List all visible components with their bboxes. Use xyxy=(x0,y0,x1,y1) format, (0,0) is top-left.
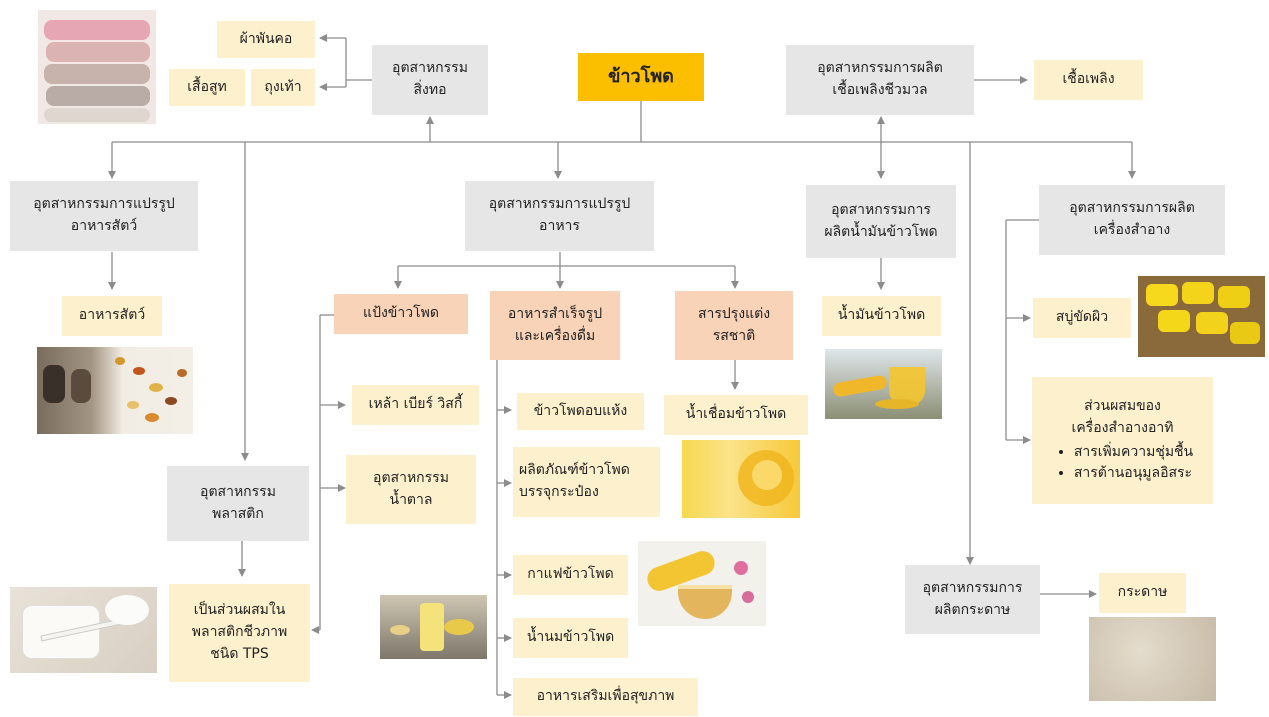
product-cosmetic-ingredients: ส่วนผสมของ เครื่องสำอางอาทิ สารเพิ่มความ… xyxy=(1032,377,1213,504)
product-paper: กระดาษ xyxy=(1099,573,1186,613)
ingredient-antioxidant: สารต้านอนุมูลอิสระ xyxy=(1074,463,1193,485)
product-animal-feed: อาหารสัตว์ xyxy=(62,296,162,336)
corn-oil-photo xyxy=(825,349,942,419)
group-corn-starch: แป้งข้าวโพด xyxy=(334,294,468,334)
product-bioplastic-tps: เป็นส่วนผสมใน พลาสติกชีวภาพ ชนิด TPS xyxy=(169,584,310,682)
product-body-scrub-soap: สบู่ขัดผิว xyxy=(1033,298,1131,338)
industry-textile: อุตสาหกรรม สิ่งทอ xyxy=(372,45,488,115)
product-corn-coffee: กาแฟข้าวโพด xyxy=(513,555,628,595)
product-socks: ถุงเท้า xyxy=(251,69,315,106)
industry-paper: อุตสาหกรรมการ ผลิตกระดาษ xyxy=(905,565,1040,634)
industry-plastic: อุตสาหกรรม พลาสติก xyxy=(167,466,309,541)
ingredients-list: สารเพิ่มความชุ่มชื้น สารต้านอนุมูลอิสระ xyxy=(1052,442,1193,485)
bioplastic-photo xyxy=(10,587,157,673)
corn-milk-photo xyxy=(380,595,487,659)
soap-photo xyxy=(1138,276,1265,357)
product-suit: เสื้อสูท xyxy=(169,69,245,106)
product-health-supplement: อาหารเสริมเพื่อสุขภาพ xyxy=(513,678,698,716)
product-sugar-industry: อุตสาหกรรม น้ำตาล xyxy=(346,455,476,524)
industry-cosmetics: อุตสาหกรรมการผลิต เครื่องสำอาง xyxy=(1039,185,1225,255)
product-corn-milk: น้ำนมข้าวโพด xyxy=(513,618,628,658)
root-corn: ข้าวโพด xyxy=(578,53,704,101)
industry-corn-oil: อุตสาหกรรมการ ผลิตน้ำมันข้าวโพด xyxy=(806,185,956,258)
product-canned-corn: ผลิตภัณฑ์ข้าวโพด บรรจุกระป๋อง xyxy=(513,447,660,517)
fabric-photo xyxy=(38,10,156,124)
product-liquor: เหล้า เบียร์ วิสกี้ xyxy=(352,385,479,425)
ingredients-title: ส่วนผสมของ เครื่องสำอางอาทิ xyxy=(1071,398,1174,436)
group-ready-made-food: อาหารสำเร็จรูป และเครื่องดื่ม xyxy=(490,291,620,360)
livestock-feed-photo xyxy=(37,347,193,434)
industry-animal-feed: อุตสาหกรรมการแปรรูป อาหารสัตว์ xyxy=(10,181,198,251)
group-seasoning: สารปรุงแต่ง รสชาติ xyxy=(675,291,793,360)
product-corn-syrup: น้ำเชื่อมข้าวโพด xyxy=(664,395,808,435)
industry-food-processing: อุตสาหกรรมการแปรรูป อาหาร xyxy=(465,181,654,251)
product-fuel: เชื้อเพลิง xyxy=(1034,60,1143,100)
industry-biomass-fuel: อุตสาหกรรมการผลิต เชื้อเพลิงชีวมวล xyxy=(786,45,974,115)
product-corn-oil: น้ำมันข้าวโพด xyxy=(822,296,941,336)
product-scarf: ผ้าพันคอ xyxy=(217,21,315,58)
paper-photo xyxy=(1089,617,1216,701)
corn-syrup-photo xyxy=(682,440,800,518)
corn-coffee-photo xyxy=(638,541,766,626)
ingredient-moisturizer: สารเพิ่มความชุ่มชื้น xyxy=(1074,442,1193,464)
product-dried-corn: ข้าวโพดอบแห้ง xyxy=(517,393,644,430)
